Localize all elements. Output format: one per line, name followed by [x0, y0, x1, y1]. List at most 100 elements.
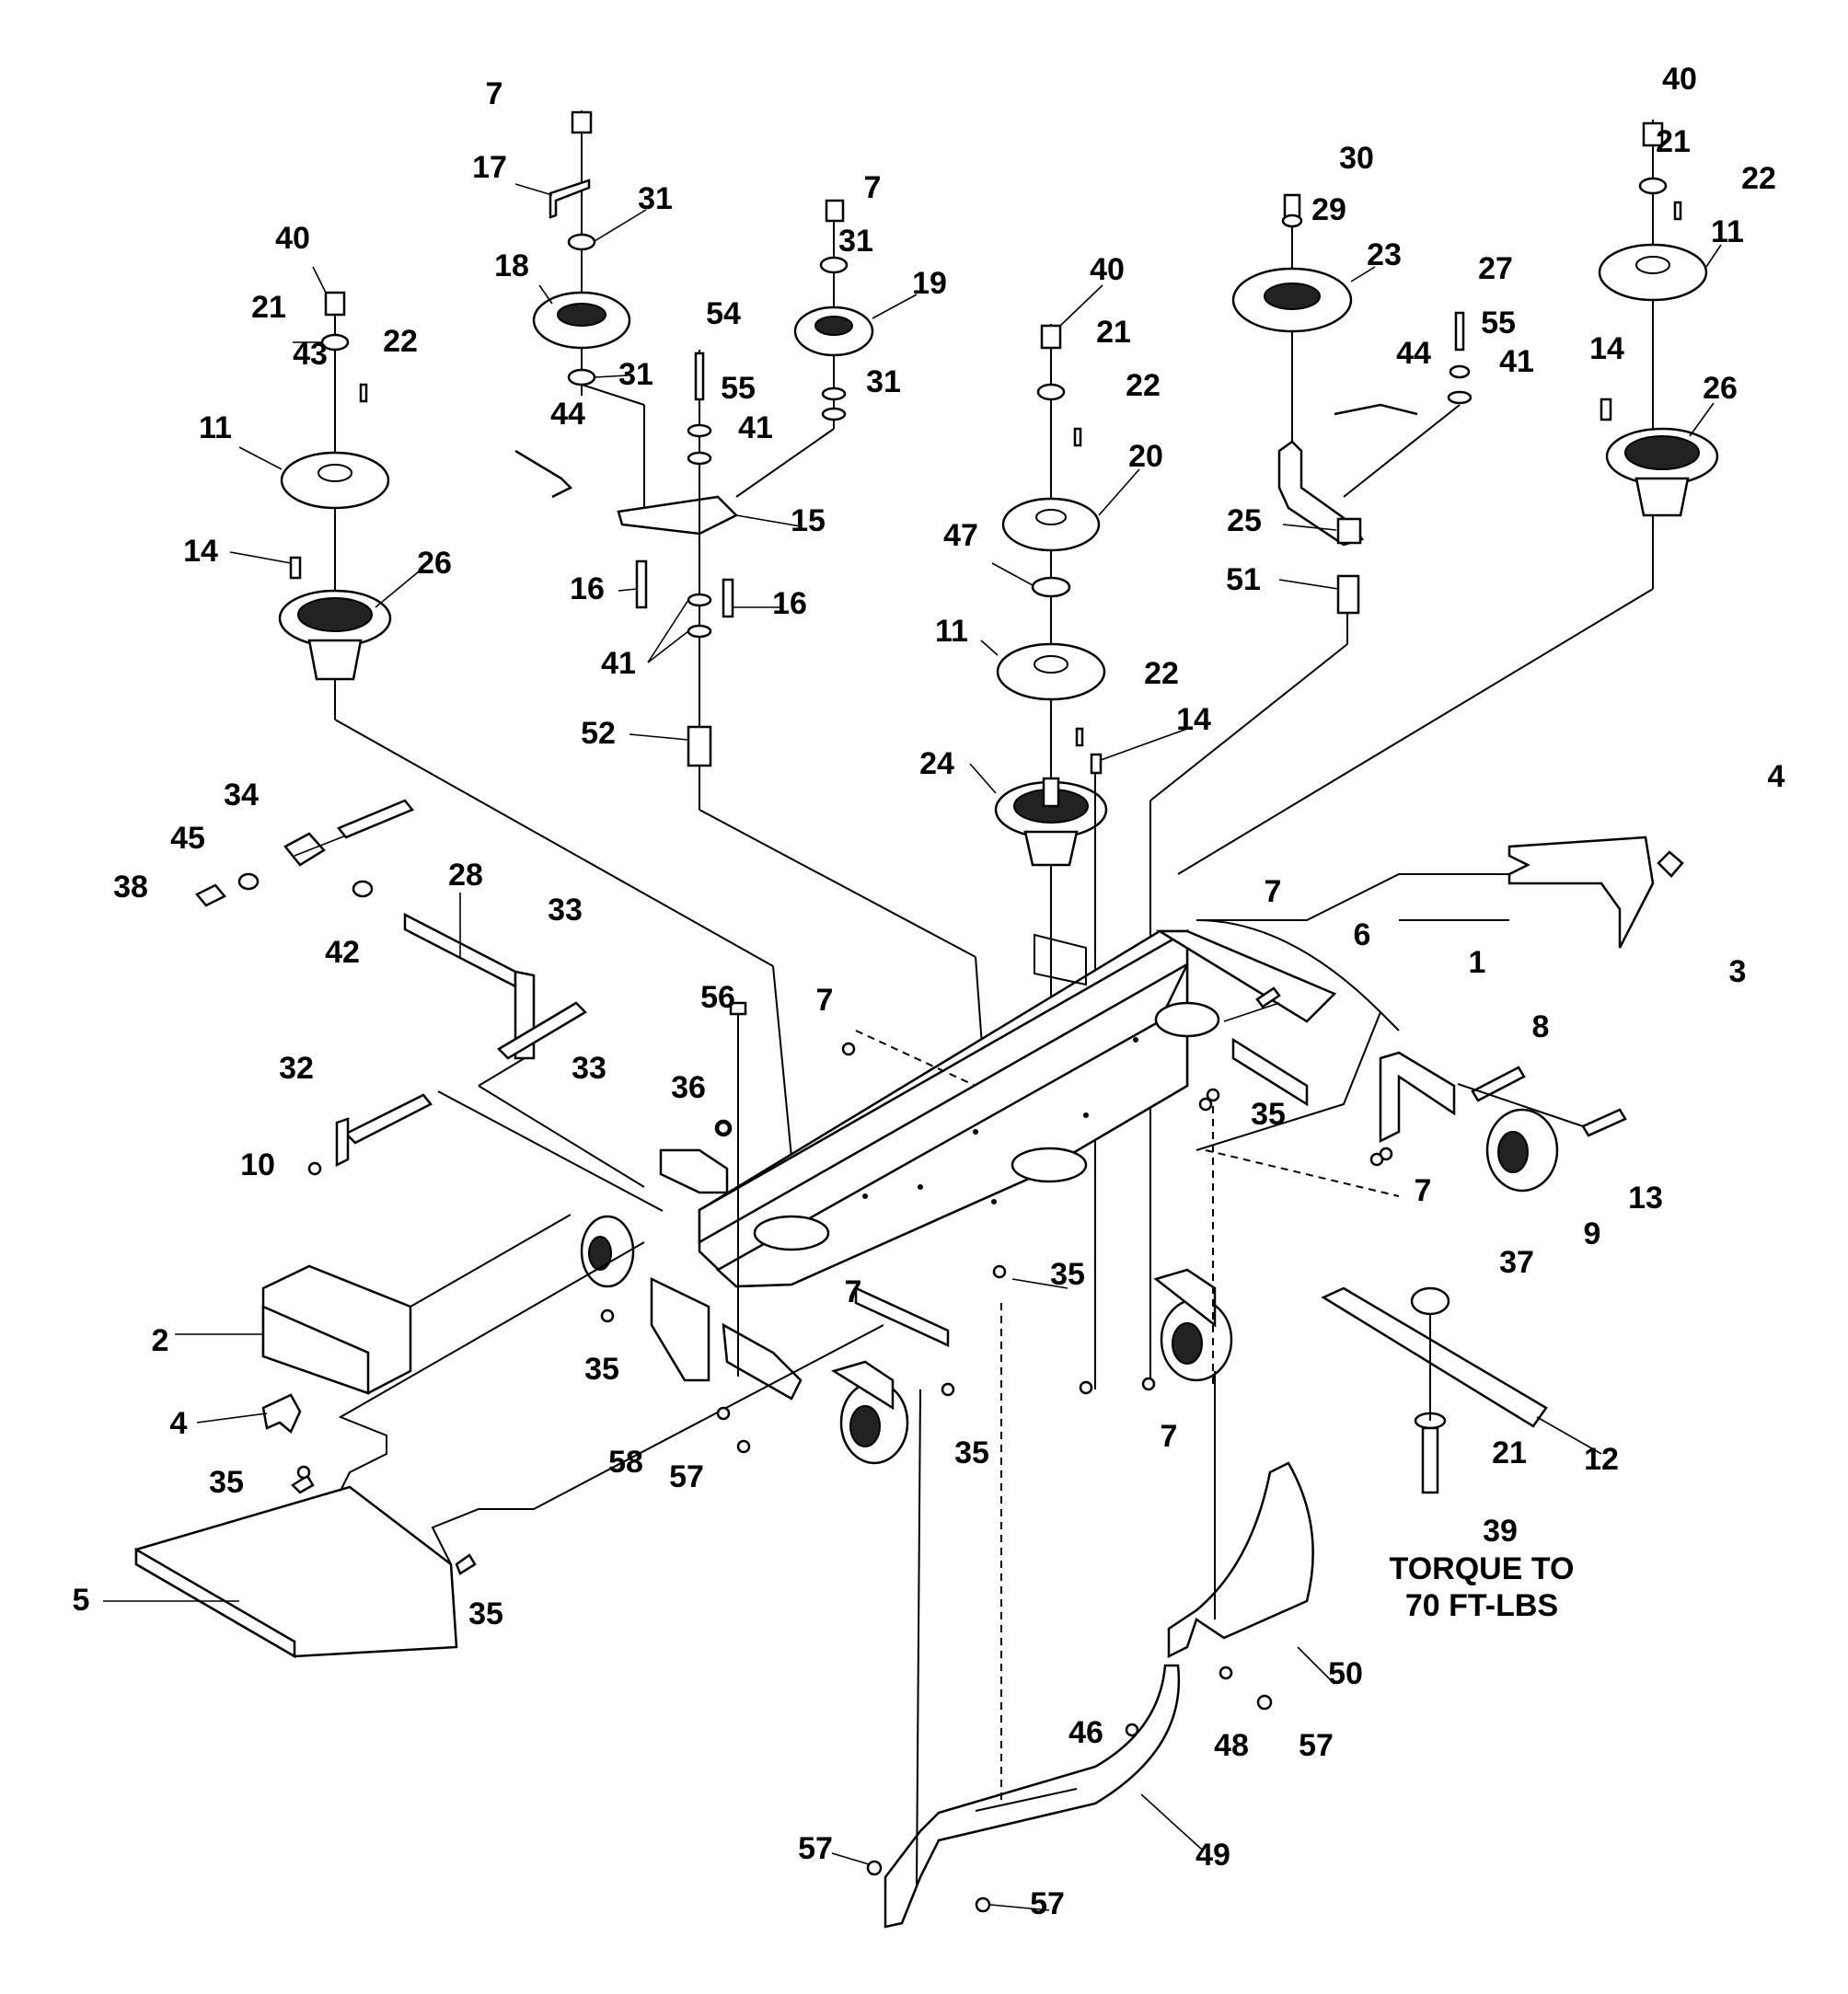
- callout-22: 22: [383, 324, 418, 359]
- deck-housing-1: [698, 919, 1400, 1347]
- callout-41: 41: [738, 410, 773, 445]
- callout-41: 41: [1499, 344, 1534, 379]
- callout-54: 54: [706, 296, 741, 331]
- callout-22: 22: [1126, 368, 1161, 403]
- fitting-6: [1255, 986, 1281, 1009]
- belt-guard-50: [1167, 1461, 1314, 1659]
- knob-4-right: [1657, 850, 1684, 878]
- caster-front-right: [1153, 1268, 1233, 1382]
- callout-14: 14: [1589, 331, 1624, 366]
- bushing-52: [687, 725, 712, 767]
- callout-8: 8: [1532, 1009, 1550, 1044]
- knob-4-left: [261, 1393, 302, 1435]
- callout-2: 2: [152, 1323, 169, 1358]
- callout-48: 48: [1214, 1728, 1249, 1763]
- callout-3: 3: [1729, 954, 1747, 989]
- callout-7: 7: [864, 170, 882, 205]
- left-spindle-stack: [278, 291, 798, 1216]
- rod-end-34: [283, 832, 326, 867]
- callout-35: 35: [1251, 1097, 1286, 1132]
- right-wheel-assembly: [1379, 1051, 1627, 1193]
- callout-35: 35: [1050, 1257, 1085, 1292]
- callout-6: 6: [1354, 917, 1371, 952]
- callout-11: 11: [199, 410, 232, 445]
- callout-49: 49: [1195, 1838, 1230, 1873]
- callout-31: 31: [866, 364, 901, 399]
- center-spindle-stack: [994, 324, 1108, 1389]
- callout-24: 24: [919, 746, 954, 781]
- callout-12: 12: [1584, 1442, 1619, 1477]
- axle-13: [1581, 1108, 1627, 1137]
- spring-44-left: [514, 449, 573, 499]
- callout-11: 11: [935, 614, 968, 649]
- callout-7: 7: [1265, 874, 1282, 909]
- callout-21: 21: [1492, 1435, 1527, 1470]
- callout-43: 43: [293, 337, 328, 372]
- callout-31: 31: [838, 224, 873, 259]
- callout-7: 7: [486, 76, 503, 111]
- callout-21: 21: [1656, 124, 1691, 159]
- baffle-2: [261, 1214, 572, 1435]
- callout-7: 7: [1161, 1419, 1178, 1454]
- nut-7-top: [571, 110, 593, 134]
- right-idler-stack: [1149, 193, 1473, 1385]
- callout-47: 47: [943, 518, 978, 553]
- bolt-8: [1471, 1066, 1526, 1102]
- callout-20: 20: [1128, 439, 1163, 474]
- callout-31: 31: [618, 357, 653, 392]
- callout-44: 44: [1396, 336, 1431, 371]
- bolt-14-left: [289, 556, 302, 580]
- nut-38: [195, 883, 226, 907]
- bolt-16-b: [722, 578, 734, 618]
- callout-51: 51: [1226, 562, 1261, 597]
- bearing-47: [1031, 576, 1071, 598]
- callout-21: 21: [251, 290, 286, 325]
- callout-34: 34: [224, 778, 259, 813]
- callout-7: 7: [816, 983, 834, 1018]
- callout-42: 42: [325, 935, 360, 970]
- callout-40: 40: [275, 221, 310, 256]
- blade-12: [1321, 1286, 1548, 1494]
- idler-arm-15: [617, 495, 739, 536]
- callout-32: 32: [279, 1051, 314, 1086]
- left-side-assembly: [580, 1119, 803, 1400]
- belt-guard-49-50: [866, 1303, 1314, 1929]
- callout-40: 40: [1662, 62, 1697, 97]
- callout-29: 29: [1311, 192, 1346, 227]
- callout-14: 14: [1176, 702, 1211, 737]
- callout-15: 15: [791, 503, 826, 538]
- callout-31: 31: [638, 181, 673, 216]
- callout-17: 17: [472, 150, 507, 185]
- callout-22: 22: [1144, 656, 1179, 691]
- guard-17: [549, 179, 591, 219]
- callout-35: 35: [209, 1465, 244, 1500]
- callout-26: 26: [1703, 371, 1738, 406]
- bolt-40-left: [324, 291, 346, 317]
- callout-57: 57: [798, 1831, 833, 1866]
- callout-14: 14: [183, 534, 218, 569]
- callout-22: 22: [1741, 161, 1776, 196]
- callout-40: 40: [1090, 252, 1125, 287]
- callout-45: 45: [170, 821, 205, 856]
- spring-44-right: [1334, 403, 1418, 416]
- callout-57: 57: [1030, 1886, 1065, 1921]
- leader-lines: [103, 183, 1722, 1911]
- bolt-16-a: [635, 559, 648, 609]
- callout-16: 16: [570, 571, 605, 606]
- callout-39: 39: [1483, 1514, 1518, 1549]
- rod-32: [343, 1093, 433, 1145]
- caster-front-left: [830, 1360, 909, 1465]
- belt-guard-49: [884, 1664, 1181, 1929]
- callout-5: 5: [73, 1583, 90, 1618]
- bolt-54: [694, 352, 705, 401]
- callout-4: 4: [170, 1406, 188, 1441]
- bolt-43: [336, 799, 415, 839]
- callout-33: 33: [548, 893, 583, 928]
- callout-35: 35: [954, 1435, 989, 1470]
- callout-55: 55: [721, 371, 756, 406]
- callout-7: 7: [845, 1274, 862, 1309]
- idler-arm-stack: [514, 110, 984, 1059]
- callout-33: 33: [572, 1051, 606, 1086]
- callout-25: 25: [1227, 503, 1262, 538]
